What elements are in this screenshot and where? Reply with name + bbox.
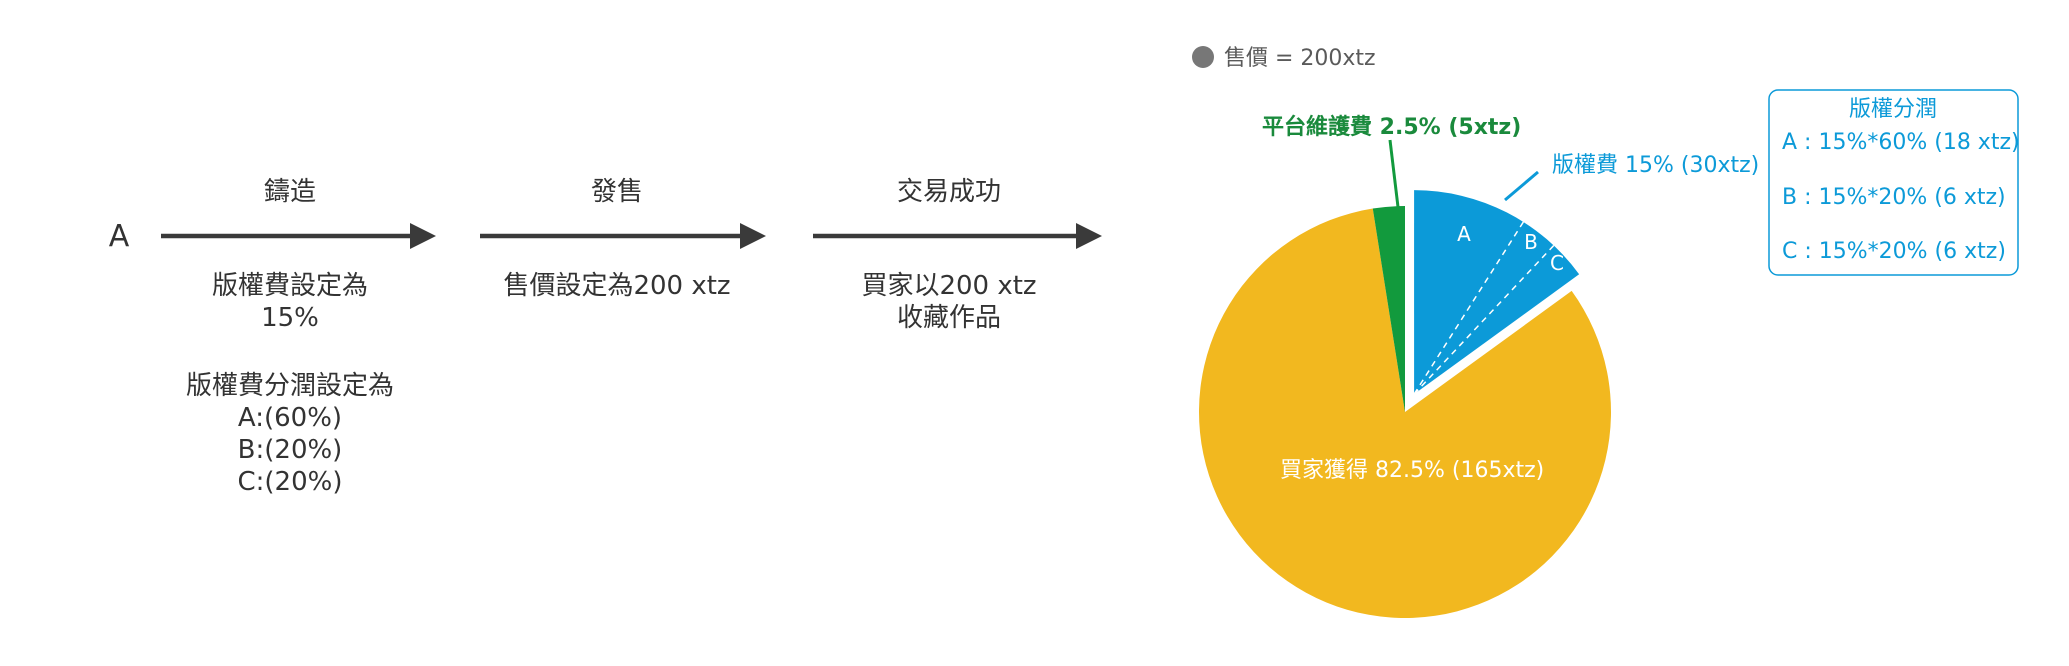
pie-slice-buyer: [1199, 208, 1611, 619]
step-title-sale: 發售: [591, 177, 643, 207]
pie-slice-royalty: [1414, 190, 1580, 395]
arrow-head-mint: [410, 223, 436, 249]
legend-label: 售價 = 200xtz: [1224, 46, 1376, 71]
pie-label-buyer: 買家獲得 82.5% (165xtz): [1280, 458, 1544, 483]
step-title-trade: 交易成功: [897, 177, 1001, 207]
pie-label-royalty: 版權費 15% (30xtz): [1552, 153, 1759, 178]
desc-line: 版權費設定為: [212, 271, 368, 301]
step-desc-mint: 版權費設定為 15% 版權費分潤設定為 A:(60%) B:(20%) C:(2…: [186, 271, 394, 497]
royalty-leader-line: [1504, 170, 1539, 202]
split-line-b: B : 15%*20% (6 xtz): [1782, 185, 2006, 210]
flow-arrows: [161, 223, 1102, 249]
royalty-sub-divider-ab: [1413, 221, 1525, 395]
desc-line: A:(60%): [238, 403, 342, 433]
split-line-c: C : 15%*20% (6 xtz): [1782, 239, 2006, 264]
legend-dot: [1192, 46, 1214, 68]
desc-line: C:(20%): [238, 467, 343, 497]
start-node-label: A: [109, 219, 130, 254]
desc-line: 版權費分潤設定為: [186, 371, 394, 401]
royalty-letter-c: C: [1550, 251, 1564, 275]
split-line-a: A : 15%*60% (18 xtz): [1782, 130, 2020, 155]
arrow-head-sale: [740, 223, 766, 249]
step-desc-trade: 買家以200 xtz 收藏作品: [861, 271, 1036, 333]
royalty-letter-b: B: [1524, 230, 1538, 254]
split-box-title: 版權分潤: [1849, 97, 1937, 122]
desc-line: B:(20%): [238, 435, 343, 465]
step-desc-sale: 售價設定為200 xtz: [503, 271, 730, 301]
royalty-split-box: 版權分潤 A : 15%*60% (18 xtz) B : 15%*20% (6…: [1768, 89, 2020, 276]
royalty-letter-a: A: [1457, 222, 1471, 246]
pie-label-platform: 平台維護費 2.5% (5xtz): [1262, 114, 1521, 140]
step-title-mint: 鑄造: [264, 177, 316, 207]
platform-leader-line: [1388, 139, 1400, 208]
pie-slice-platform: [1372, 206, 1405, 412]
desc-line: 15%: [261, 303, 319, 333]
pie-chart: [1199, 190, 1611, 619]
split-box-frame: [1768, 89, 2019, 276]
desc-line: 買家以200 xtz: [861, 271, 1036, 301]
arrow-head-trade: [1076, 223, 1102, 249]
royalty-sub-divider-bc: [1413, 244, 1555, 395]
desc-line: 收藏作品: [897, 303, 1001, 333]
